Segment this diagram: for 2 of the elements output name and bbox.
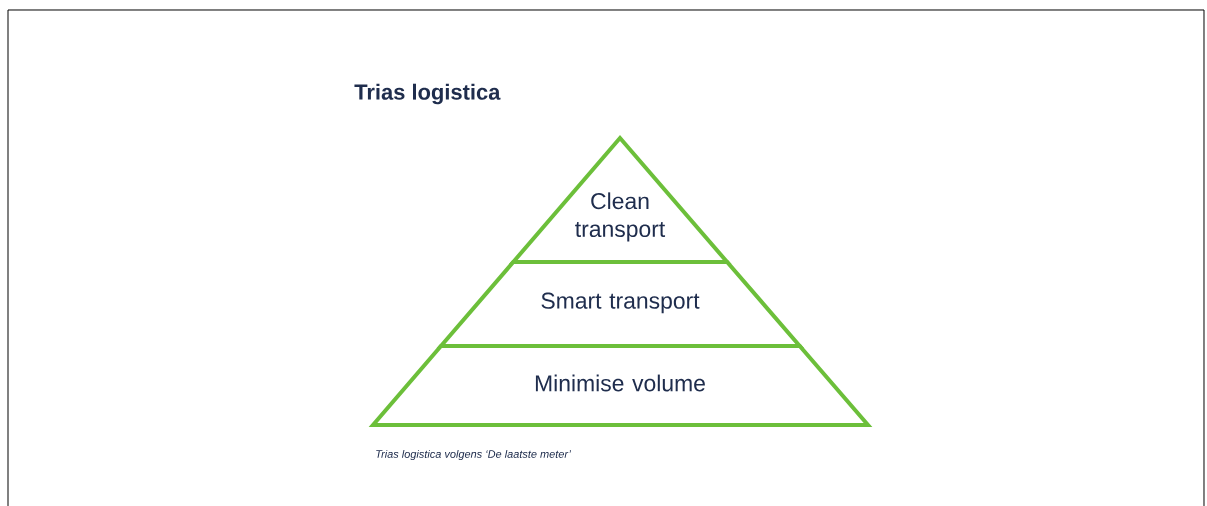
- caption: Trias logistica volgens ‘De laatste meter’: [376, 449, 572, 461]
- title: Trias logistica: [354, 83, 501, 105]
